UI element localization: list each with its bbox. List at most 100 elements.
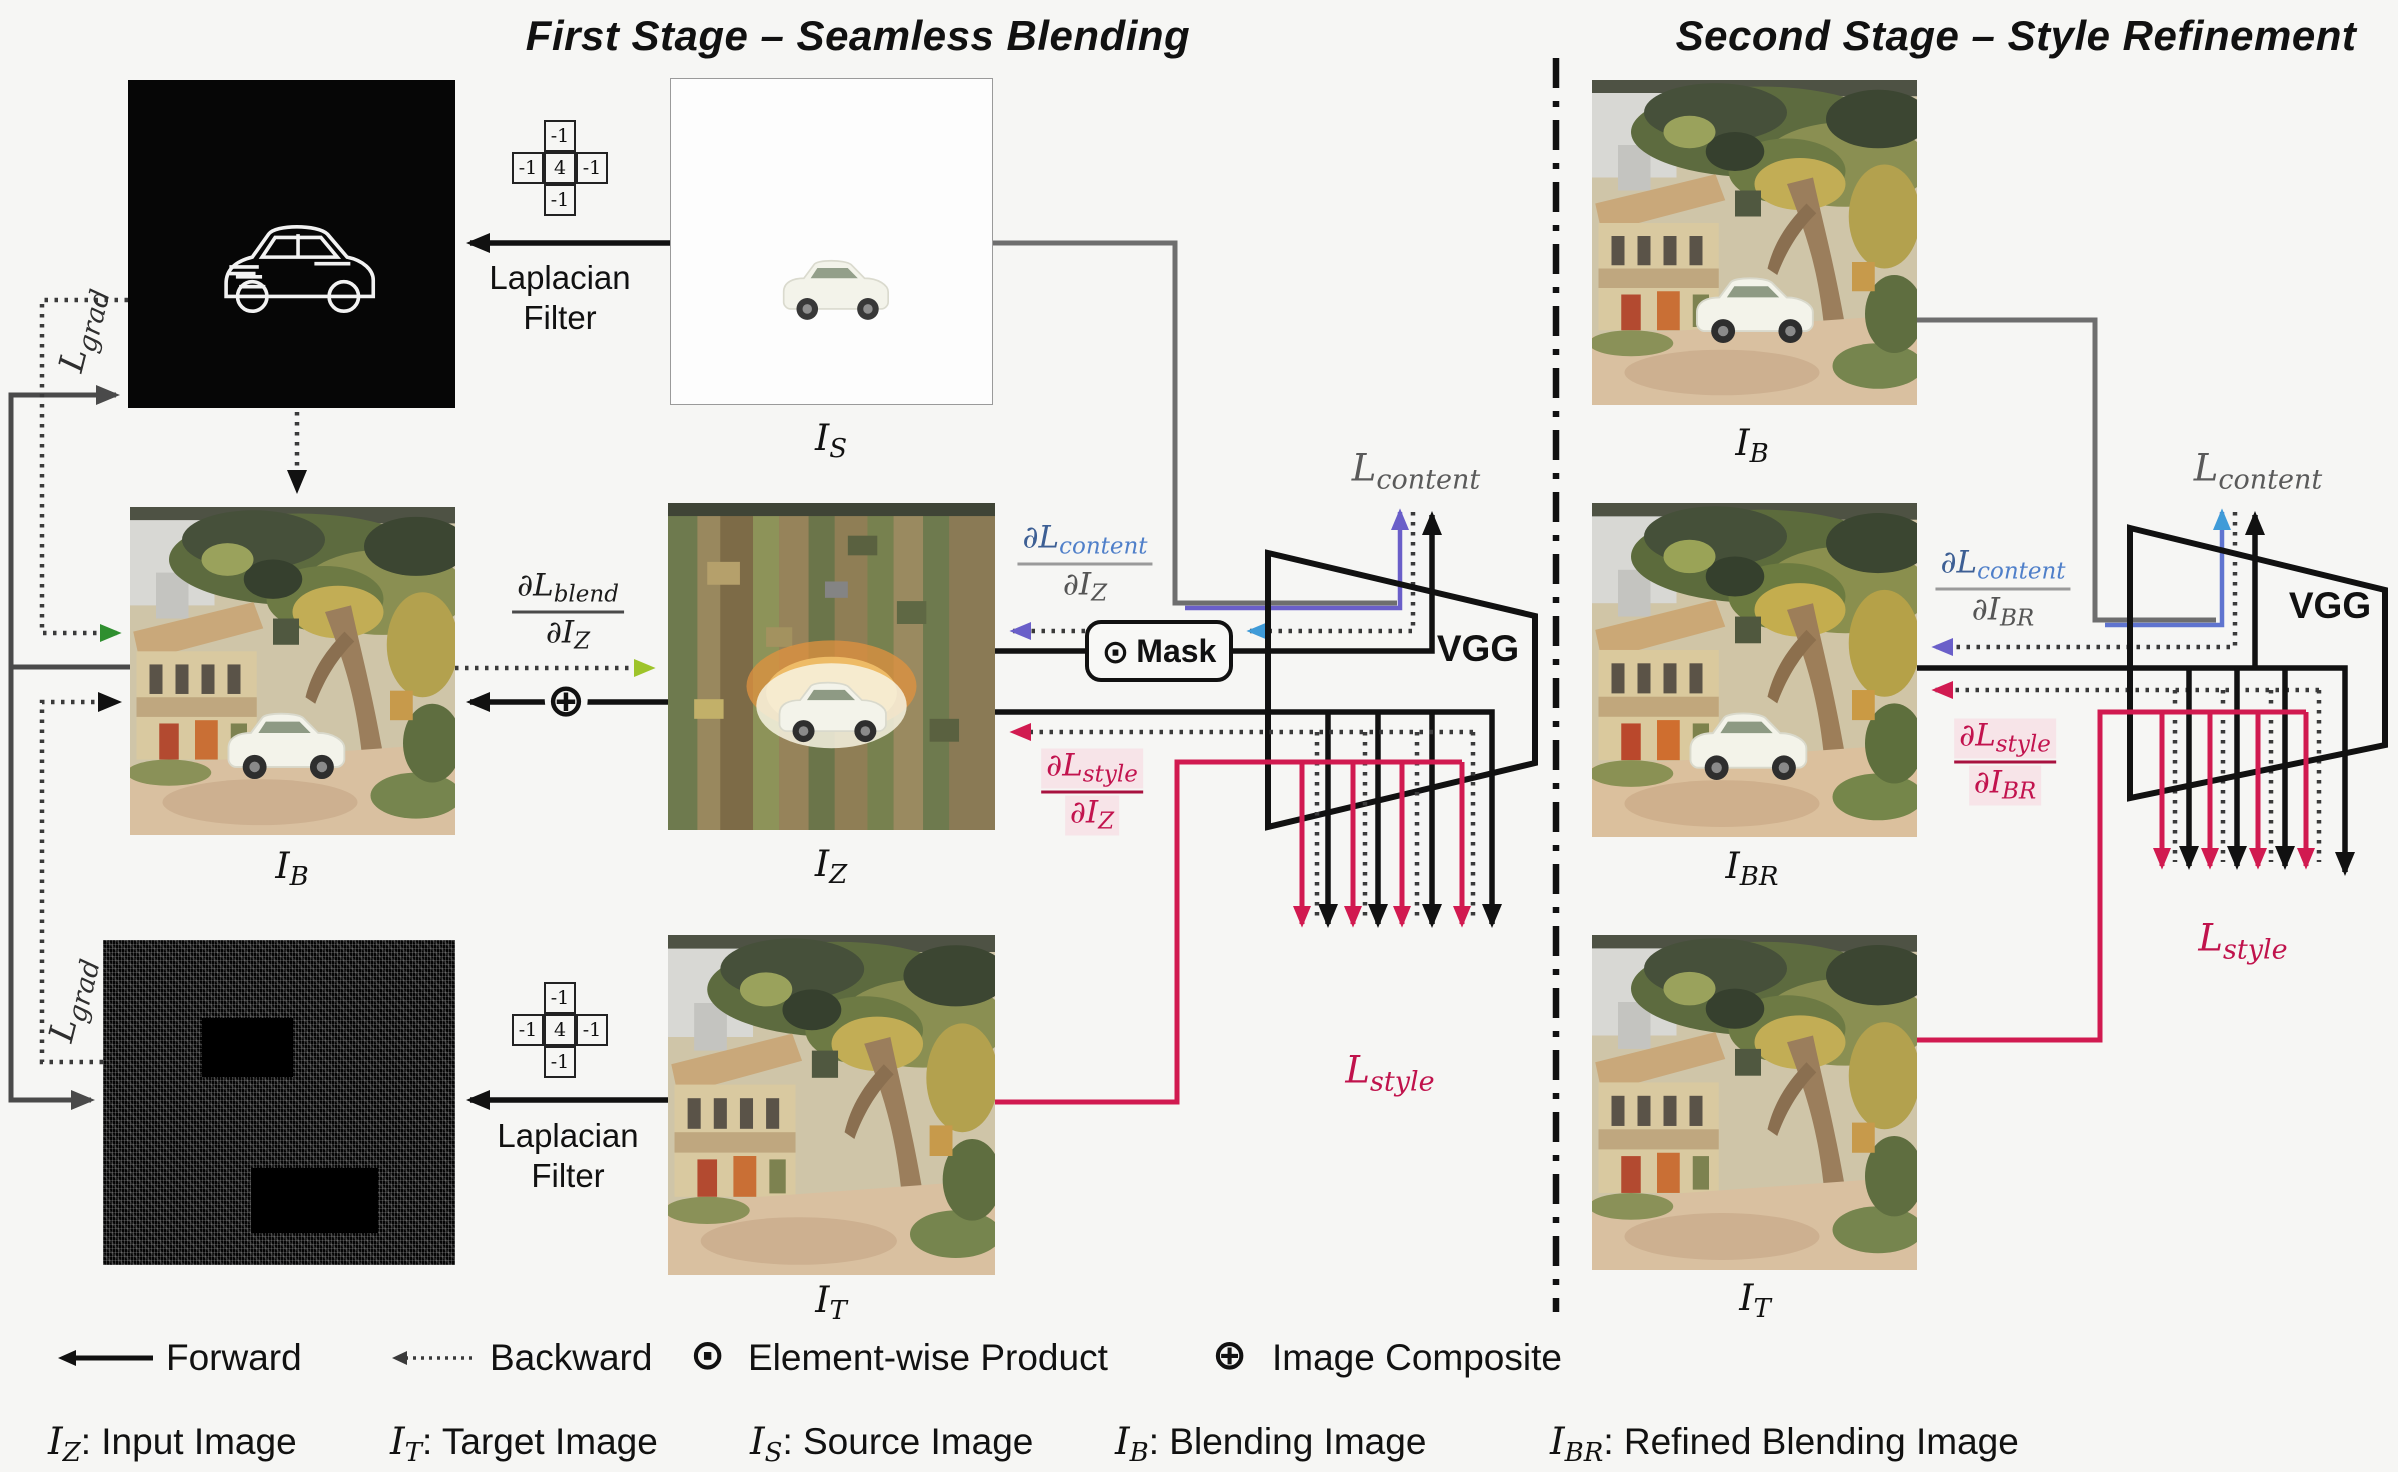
blending-image-ib-stage2 (1592, 80, 1917, 405)
vgg-encoder-stage2 (2127, 524, 2388, 802)
gloss-sub: B (1129, 1438, 1149, 1468)
gloss-sub: Z (62, 1438, 81, 1468)
gloss-sym: I (1550, 1420, 1565, 1463)
laplacian-of-target-image (103, 940, 455, 1265)
glossary-item-ib: IB: Blending Image (1115, 1420, 1426, 1468)
kernel-cell: -1 (544, 120, 576, 152)
mask-node: ⊙ Mask (1085, 620, 1233, 682)
lgrad-backward-top (39, 297, 128, 642)
img-label-sub: T (829, 1296, 847, 1326)
fraction-bar (1954, 760, 2056, 764)
dlstyle-diz-label: ∂Lstyle ∂IZ (1041, 747, 1143, 836)
img-label-main: I (814, 418, 830, 459)
gloss-desc: : Source Image (782, 1421, 1034, 1462)
is-label: IS (815, 418, 847, 464)
kernel-cell: 4 (544, 1014, 576, 1046)
noise-dark-patch (201, 1018, 294, 1077)
img-label-main: I (815, 1280, 830, 1321)
loss-sub: content (2218, 464, 2323, 496)
frac-den-sub: BR (2002, 778, 2037, 805)
is-content-forward-gray (993, 240, 1409, 611)
refined-blending-image-ibr (1592, 503, 1917, 837)
input-image-iz (668, 503, 995, 830)
laplacian-kernel-top: -1 -1 4 -1 -1 (512, 120, 608, 216)
gloss-desc: : Input Image (80, 1421, 297, 1462)
gloss-sub: T (404, 1438, 422, 1468)
lstyle-label-stage1: Lstyle (1345, 1049, 1434, 1098)
gloss-sub: S (764, 1438, 783, 1468)
img-label-main: I (275, 846, 290, 887)
forward-legend-label: Forward (166, 1337, 302, 1378)
frac-den-sub: Z (574, 628, 591, 655)
frac-den: ∂I (1971, 591, 2001, 628)
ib-label: IB (275, 846, 308, 892)
it2-style-forward-red (1917, 709, 2315, 1043)
dlblend-diz-label: ∂Lblend ∂IZ (512, 569, 624, 656)
frac-den-sub: BR (2000, 605, 2035, 632)
image-composite-icon: ⊕ (544, 673, 588, 727)
img-label-main: I (814, 844, 830, 885)
ib-label-stage2: IB (1735, 423, 1768, 469)
fraction-bar (1935, 587, 2071, 591)
vgg-label-stage1: VGG (1436, 628, 1520, 669)
img-label-sub: B (289, 862, 309, 892)
blending-image-ib (130, 507, 455, 835)
kernel-cell: -1 (576, 152, 608, 184)
kernel-cell: 4 (544, 152, 576, 184)
it-label: IT (815, 1280, 847, 1326)
lgrad-backward-bottom (39, 692, 122, 1065)
loss-main: L (1351, 446, 1377, 490)
frac-num: ∂L (1022, 519, 1060, 556)
vgg-encoder-stage1 (1265, 549, 1538, 831)
img-label-main: I (1725, 846, 1740, 887)
backward-arrow-icon (392, 1351, 472, 1365)
gloss-desc: : Refined Blending Image (1603, 1421, 2019, 1462)
frac-num: ∂L (1940, 544, 1978, 581)
filter-word: Filter (531, 1157, 605, 1194)
kernel-cell: -1 (512, 152, 544, 184)
fraction-bar (1041, 790, 1143, 794)
mask-label: Mask (1136, 632, 1217, 669)
img-label-sub: S (829, 434, 848, 464)
frac-num: ∂L (1046, 747, 1083, 784)
ib-forward-to-laplacian-nodes (8, 385, 130, 1110)
frac-num: ∂L (517, 567, 554, 604)
image-composite-legend-icon: ⊕ (1212, 1330, 1248, 1379)
lcontent-backward-dotted (1009, 512, 1416, 640)
gloss-sym: I (48, 1420, 63, 1463)
laplacian-kernel-bottom: -1 -1 4 -1 -1 (512, 982, 608, 1078)
laplacian-of-source-image (128, 80, 455, 408)
frac-den: ∂I (1062, 566, 1092, 603)
frac-num: ∂L (1959, 717, 1996, 754)
frac-den-sub: Z (1091, 580, 1108, 607)
car-edge-sketch (224, 225, 376, 314)
loss-main: L (2193, 446, 2219, 490)
element-wise-product-legend-icon: ⊙ (690, 1330, 726, 1379)
img-label-main: I (1739, 1278, 1754, 1319)
vgg-label-stage2: VGG (2288, 585, 2372, 626)
stage2-title: Second Stage – Style Refinement (1675, 12, 2357, 59)
backward-legend-label: Backward (490, 1337, 653, 1378)
glossary-item-is: IS: Source Image (750, 1420, 1033, 1468)
frac-den-sub: Z (1098, 808, 1115, 835)
image-composite-legend-label: Image Composite (1272, 1337, 1562, 1378)
kernel-cell: -1 (544, 1046, 576, 1078)
laplacian-word: Laplacian (489, 259, 631, 296)
kernel-cell: -1 (544, 184, 576, 216)
frac-num-sub: blend (553, 581, 619, 608)
gloss-sub: BR (1564, 1438, 1604, 1468)
glossary-item-ibr: IBR: Refined Blending Image (1550, 1420, 2019, 1468)
gloss-desc: : Target Image (421, 1421, 658, 1462)
forward-arrow-icon (58, 1350, 153, 1366)
fraction-bar (512, 610, 624, 614)
element-wise-product-legend-label: Element-wise Product (748, 1337, 1108, 1378)
source-image-is (670, 78, 993, 405)
frac-num-sub: style (1082, 761, 1138, 788)
target-image-it (668, 935, 995, 1275)
glossary-item-it: IT: Target Image (390, 1420, 658, 1468)
lcontent-label-stage1: Lcontent (1352, 447, 1480, 496)
element-wise-product-icon: ⊙ (1101, 631, 1130, 671)
gloss-sym: I (1115, 1420, 1130, 1463)
